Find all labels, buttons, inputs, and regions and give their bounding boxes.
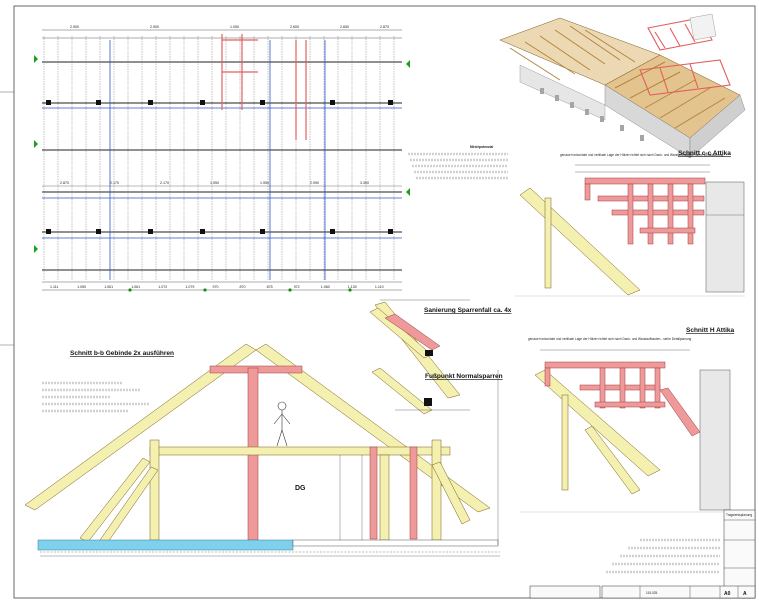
roof-3d-view	[499, 13, 746, 159]
bottom-center-notes	[606, 538, 720, 574]
detail-fusspunkt: Fußpunkt Normalsparren	[371, 367, 503, 415]
detail-sanierung: Sanierung Sparrenfall ca. 4x	[369, 299, 512, 359]
plan-dim-top-1: 2.900	[70, 25, 79, 29]
mirror-title: Mirichpotenzial	[470, 145, 493, 149]
plan-dim-top-4: 2.650	[340, 25, 349, 29]
plan-dim-bottom: 1.060	[321, 285, 330, 289]
section-h-title: Schnitt H Attika	[686, 327, 735, 334]
plan-dim-mid-0: 2.870	[60, 181, 69, 185]
plan-dim-top-2: 1.050	[230, 25, 239, 29]
plan-dim-mid-6: 3.300	[360, 181, 369, 185]
titleblock-index: A	[743, 591, 747, 597]
title-block: Tragwerksplanung 115.025 A0 A	[529, 509, 756, 599]
plan-dim-top-0: 2.900	[150, 25, 159, 29]
plan-dim-mid-4: 1.950	[260, 181, 269, 185]
sheet-frame	[13, 5, 756, 599]
fusspunkt-title: Fußpunkt Normalsparren	[425, 373, 503, 380]
section-h: Schnitt H Attika genaue horizontale und …	[520, 327, 740, 513]
plan-dim-bottom: 875	[267, 285, 273, 289]
dg-label: DG	[295, 485, 306, 492]
floor-plan: 2.900 2.900 1.050 2.600 2.650 2.870	[34, 25, 410, 292]
plan-dim-bottom: 1.061	[104, 285, 113, 289]
plan-dim-top-5: 2.870	[380, 25, 389, 29]
person-figure-icon	[273, 401, 291, 447]
section-cc-title: Schnitt c-c Attika	[678, 150, 731, 157]
plan-dim-bottom: 870	[240, 285, 246, 289]
sanierung-title: Sanierung Sparrenfall ca. 4x	[424, 307, 512, 314]
section-cc-note: genaue horizontale und vertikale Lage de…	[560, 153, 723, 157]
plan-dim-bottom: 1.061	[131, 285, 140, 289]
plan-dim-bottom: 1.130	[348, 285, 357, 289]
plan-dim-mid-1: 2.170	[110, 181, 119, 185]
bb-notes	[42, 381, 150, 413]
titleblock-drawing-no: 115.025	[646, 591, 658, 595]
plan-dim-bottom: 1.079	[185, 285, 194, 289]
plan-dim-bottom: 1.072	[158, 285, 167, 289]
middle-note-block: Mirichpotenzial	[408, 145, 508, 180]
section-h-note: genaue horizontale und vertikale Lage de…	[528, 337, 691, 341]
section-cc: Schnitt c-c Attika genaue horizontale un…	[515, 150, 745, 297]
plan-dim-bottom: 1.111	[50, 285, 58, 289]
plan-dim-top-3: 2.600	[290, 25, 299, 29]
titleblock-format: A0	[724, 591, 731, 597]
plan-dim-bottom: 970	[213, 285, 219, 289]
plan-dim-mid-2: 2.170	[160, 181, 169, 185]
section-bb-title: Schnitt b-b Gebinde 2x ausführen	[70, 350, 174, 357]
plan-dim-bottom: 1.050	[77, 285, 86, 289]
plan-bottom-dims: 1.111 1.050 1.061 1.061 1.072 1.079 970 870 875 9…	[50, 285, 384, 289]
plan-dim-mid-5: 2.990	[310, 181, 319, 185]
plan-dim-bottom: 972	[294, 285, 300, 289]
plan-dim-bottom: 1.110	[375, 285, 384, 289]
plan-dim-mid-3: 1.950	[210, 181, 219, 185]
titleblock-header: Tragwerksplanung	[726, 513, 752, 517]
